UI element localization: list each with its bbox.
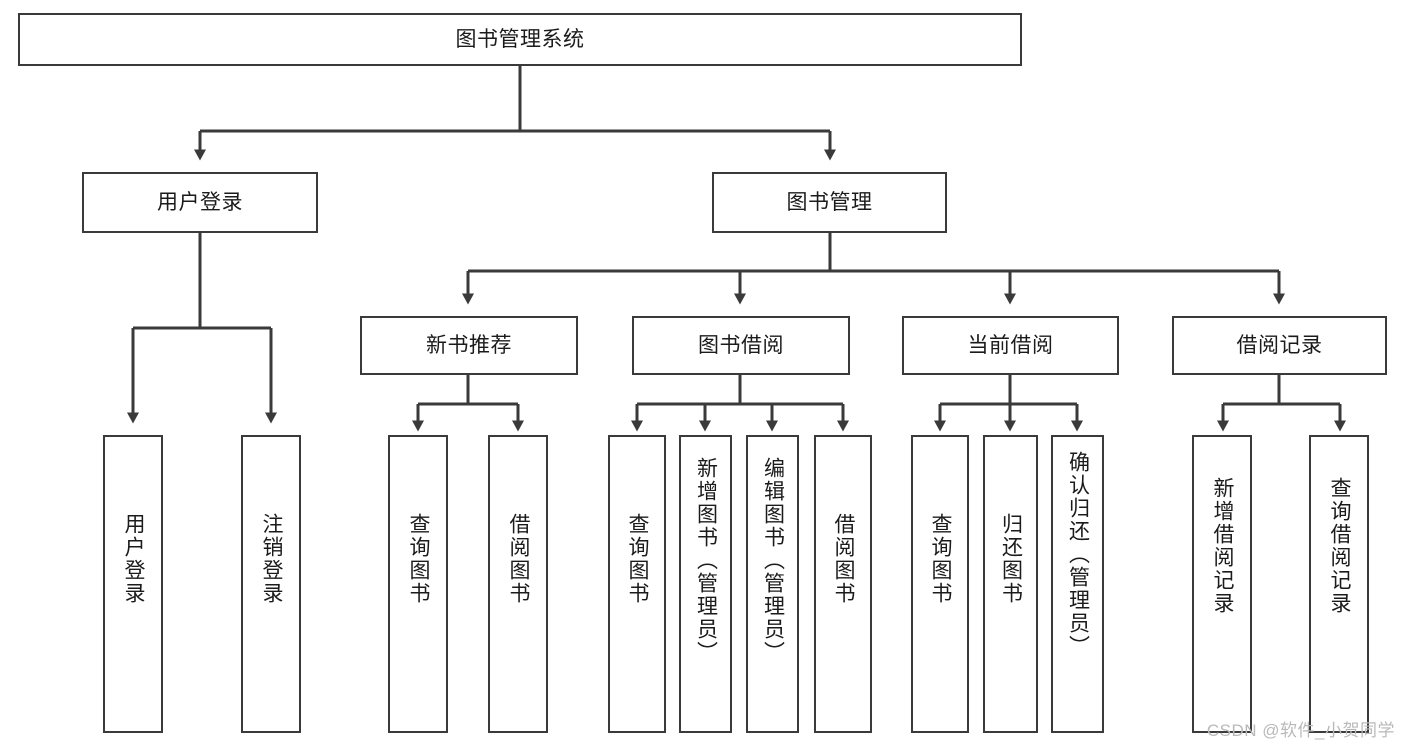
watermark-text: CSDN @软件_小贺同学 [1206, 721, 1395, 740]
leaf-bb-query-book[interactable]: 查询图书 [608, 435, 666, 733]
leaf-user-login-label: 用户登录 [122, 513, 146, 605]
node-borrow-records-label: 借阅记录 [1236, 333, 1323, 357]
leaf-nb-borrow-book[interactable]: 借阅图书 [488, 435, 548, 733]
leaf-br-query-record[interactable]: 查询借阅记录 [1309, 435, 1369, 733]
leaf-cb-return-book[interactable]: 归还图书 [983, 435, 1038, 733]
leaf-bb-edit-book[interactable]: 编辑图书（管理员） [746, 435, 799, 733]
node-user-login[interactable]: 用户登录 [82, 172, 318, 233]
node-current-borrow-label: 当前借阅 [967, 333, 1054, 357]
node-new-book-recommend-label: 新书推荐 [426, 333, 512, 357]
leaf-user-login[interactable]: 用户登录 [103, 435, 163, 733]
leaf-nb-query-book[interactable]: 查询图书 [388, 435, 448, 733]
node-book-borrow-label: 图书借阅 [698, 333, 784, 357]
leaf-br-add-record[interactable]: 新增借阅记录 [1192, 435, 1252, 733]
leaf-bb-borrow-book[interactable]: 借阅图书 [814, 435, 872, 733]
leaf-br-query-record-label: 查询借阅记录 [1328, 477, 1352, 615]
leaf-bb-add-book[interactable]: 新增图书（管理员） [679, 435, 732, 733]
leaf-cb-confirm-return[interactable]: 确认归还（管理员） [1051, 435, 1104, 733]
node-current-borrow[interactable]: 当前借阅 [902, 316, 1119, 375]
leaf-bb-borrow-book-label: 借阅图书 [832, 513, 856, 605]
node-book-management[interactable]: 图书管理 [712, 172, 947, 233]
leaf-nb-query-book-label: 查询图书 [407, 513, 431, 605]
node-borrow-records[interactable]: 借阅记录 [1172, 316, 1387, 375]
leaf-bb-query-book-label: 查询图书 [626, 513, 650, 605]
node-book-borrow[interactable]: 图书借阅 [632, 316, 850, 375]
leaf-cb-query-book-label: 查询图书 [929, 513, 953, 605]
leaf-logout[interactable]: 注销登录 [241, 435, 301, 733]
node-new-book-recommend[interactable]: 新书推荐 [360, 316, 578, 375]
node-root-label: 图书管理系统 [455, 27, 585, 51]
leaf-cb-confirm-return-label: 确认归还（管理员） [1066, 451, 1090, 658]
leaf-nb-borrow-book-label: 借阅图书 [507, 513, 531, 605]
leaf-logout-label: 注销登录 [260, 513, 284, 605]
leaf-br-add-record-label: 新增借阅记录 [1211, 477, 1235, 615]
node-user-login-label: 用户登录 [157, 190, 243, 214]
leaf-cb-return-book-label: 归还图书 [999, 513, 1023, 605]
node-root[interactable]: 图书管理系统 [18, 13, 1022, 66]
leaf-cb-query-book[interactable]: 查询图书 [911, 435, 969, 733]
leaf-bb-edit-book-label: 编辑图书（管理员） [761, 457, 785, 664]
leaf-bb-add-book-label: 新增图书（管理员） [694, 457, 718, 664]
node-book-management-label: 图书管理 [786, 190, 873, 214]
